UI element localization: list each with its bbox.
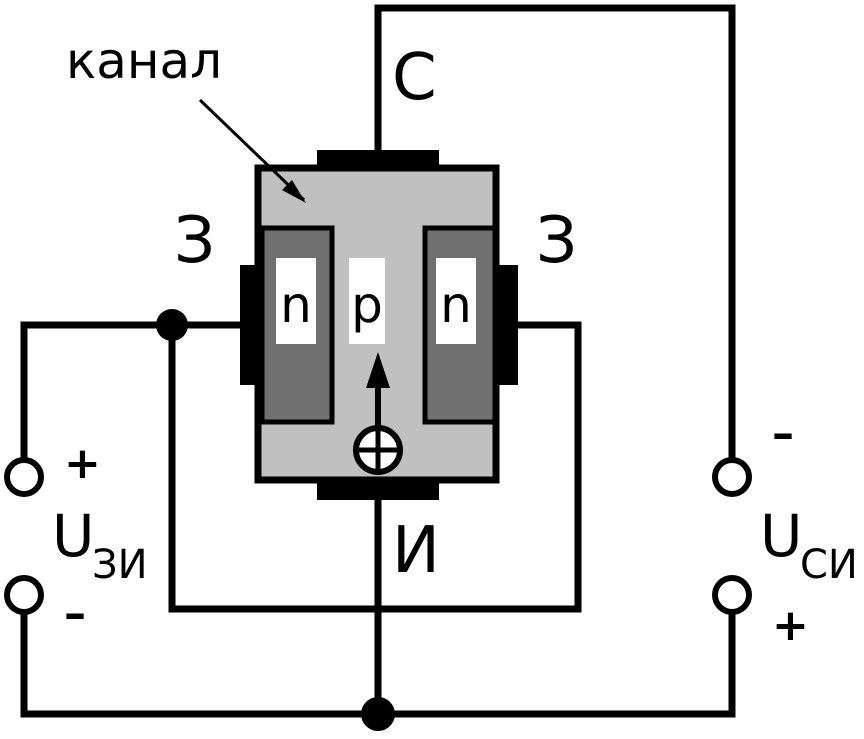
region-label-n-left: n [280, 276, 312, 334]
label-drain: С [392, 41, 437, 115]
usi-minus-sign: – [772, 408, 794, 459]
usi-subscript: СИ [800, 542, 858, 588]
uzi-subscript: ЗИ [92, 542, 148, 588]
label-box-n-right [436, 258, 476, 344]
wire-drain [374, 4, 736, 464]
source-contact [317, 478, 439, 500]
terminal-uzi-minus[interactable] [4, 575, 44, 615]
current-arrow-head [366, 352, 390, 388]
label-channel: канал [66, 32, 222, 90]
hole-carrier-icon [353, 425, 403, 475]
label-source: И [392, 514, 440, 588]
junction-source [361, 697, 395, 731]
junction-gate [156, 309, 188, 341]
terminal-uzi-plus[interactable] [4, 457, 44, 497]
region-label-n-right: n [440, 276, 472, 334]
label-box-p [349, 258, 385, 344]
drain-contact [317, 150, 439, 170]
uzi-minus-sign: – [64, 588, 86, 639]
label-gate-right: З [536, 204, 577, 278]
label-box-n-left [276, 258, 316, 344]
channel-pointer-line [198, 98, 306, 202]
usi-symbol: U [760, 502, 802, 570]
terminal-usi-minus[interactable] [712, 457, 752, 497]
region-label-p: p [351, 276, 383, 334]
label-gate-left: З [174, 204, 215, 278]
uzi-plus-sign: + [64, 438, 101, 489]
usi-plus-sign: + [772, 600, 809, 651]
wire-gate-loop [168, 321, 582, 613]
gate-contact-left [240, 265, 261, 385]
channel-pointer-head [282, 180, 306, 203]
terminal-usi-plus[interactable] [712, 575, 752, 615]
gate-contact-right [497, 265, 518, 385]
terminals [4, 457, 752, 615]
uzi-symbol: U [52, 502, 94, 570]
wire-gate-left [20, 321, 244, 464]
